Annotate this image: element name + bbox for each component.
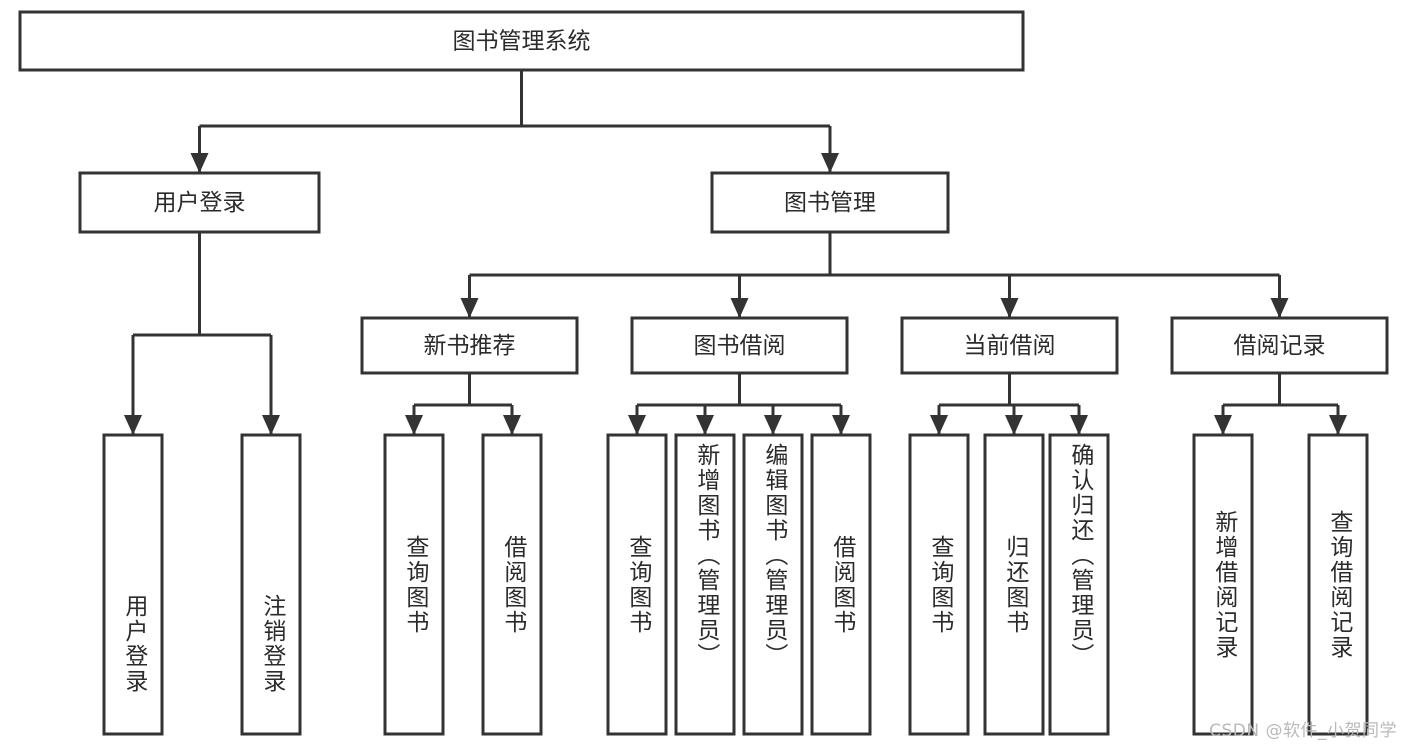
node-box-leaf-user-login[interactable] (102, 433, 164, 736)
node-box-leaf-add-borrow-record[interactable] (1192, 433, 1254, 736)
node-box-leaf-logout[interactable] (240, 433, 302, 736)
csdn-watermark: CSDN @软件_小贺同学 (1209, 721, 1397, 741)
arrow-head-icon (1329, 415, 1347, 435)
arrow-head-icon (405, 415, 423, 435)
node-label-book-manage: 图书管理 (784, 190, 876, 216)
arrow-head-icon (1270, 298, 1289, 318)
node-label-borrow-record: 借阅记录 (1234, 333, 1326, 359)
node-box-root[interactable] (18, 10, 1025, 72)
node-box-leaf-borrow-book-rec[interactable] (481, 433, 543, 736)
node-box-leaf-query-borrow-record[interactable] (1307, 433, 1369, 736)
node-label-user-login: 用户登录 (154, 190, 246, 216)
arrow-head-icon (730, 298, 749, 318)
node-box-leaf-borrow-book[interactable] (810, 433, 872, 736)
node-box-leaf-edit-book-admin[interactable] (742, 433, 804, 736)
arrow-head-icon (1070, 415, 1088, 435)
node-box-leaf-query-book-current[interactable] (908, 433, 970, 736)
arrow-head-icon (832, 415, 850, 435)
node-label-root: 图书管理系统 (453, 29, 591, 55)
node-box-current-borrow[interactable] (900, 316, 1119, 375)
arrow-head-icon (930, 415, 948, 435)
arrow-head-icon (190, 153, 209, 173)
node-box-leaf-add-book-admin[interactable] (674, 433, 736, 736)
node-box-leaf-return-book[interactable] (983, 433, 1045, 736)
node-box-book-manage[interactable] (710, 171, 950, 234)
node-label-new-book-recommend: 新书推荐 (424, 333, 516, 359)
boxes-layer (18, 10, 1389, 736)
node-box-book-borrow[interactable] (630, 316, 849, 375)
connectors-layer (124, 70, 1347, 435)
arrow-head-icon (1005, 415, 1023, 435)
arrow-head-icon (696, 415, 714, 435)
arrow-head-icon (821, 153, 839, 173)
node-box-leaf-confirm-return-admin[interactable] (1048, 433, 1110, 736)
node-label-current-borrow: 当前借阅 (964, 333, 1056, 359)
node-box-leaf-query-book-borrow[interactable] (606, 433, 668, 736)
arrow-head-icon (460, 298, 479, 318)
node-box-new-book-recommend[interactable] (360, 316, 579, 375)
node-box-borrow-record[interactable] (1170, 316, 1389, 375)
node-box-user-login[interactable] (78, 171, 321, 234)
arrow-head-icon (503, 415, 521, 435)
arrow-head-icon (1214, 415, 1232, 435)
arrow-head-icon (628, 415, 646, 435)
arrow-head-icon (262, 415, 280, 435)
node-box-leaf-query-book-rec[interactable] (383, 433, 445, 736)
arrow-head-icon (764, 415, 782, 435)
arrow-head-icon (1000, 298, 1019, 318)
node-label-book-borrow: 图书借阅 (694, 333, 786, 359)
arrow-head-icon (124, 415, 142, 435)
